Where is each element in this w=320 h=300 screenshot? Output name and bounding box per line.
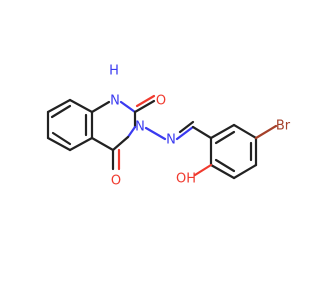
o4-label: O (111, 174, 121, 189)
bond-c4-c4a-b (90, 136, 115, 152)
n1-label: N (110, 94, 120, 109)
aryl-bond (232, 163, 258, 180)
aryl-bond (232, 123, 258, 140)
bond-c2-o2-b (135, 94, 156, 108)
aryl-double-bond (214, 130, 236, 145)
bromine-label: Br (276, 119, 291, 134)
inner-double-bond (50, 104, 72, 119)
bond-c-br (254, 124, 278, 140)
aryl-bond (209, 163, 236, 180)
bond-c5-c6 (46, 136, 72, 152)
bond-n3-nimine (144, 126, 167, 141)
o2-label: O (156, 94, 166, 109)
bond-n3-c4 (126, 125, 137, 139)
imine-n-label: N (166, 133, 176, 148)
bond-c4-c4a-a (111, 135, 130, 152)
bond-nimine-ch-double (178, 120, 195, 134)
bond-c8a-n1 (90, 100, 111, 114)
inner-double-bond (51, 131, 72, 146)
aryl-bond (209, 123, 236, 140)
molecule-canvas: H N O N N O Br OH (46, 63, 291, 189)
structure-drawing: H N O N N O Br OH (46, 64, 291, 189)
bond-c7-c8a (68, 98, 94, 114)
substituent-bonds (111, 94, 213, 171)
bond-ch-aryl (191, 125, 213, 140)
bond-n1-c2 (119, 100, 137, 114)
aryl-double-bond (214, 158, 236, 173)
benzo-ring (46, 98, 94, 152)
bond-c8-c7 (46, 98, 72, 114)
bond-c-oh (193, 163, 213, 177)
quinazoline-ring (90, 100, 137, 152)
n3-label: N (135, 120, 145, 135)
bond-c2-o2-a (133, 99, 156, 114)
nh-h-label: H (109, 64, 119, 79)
hydroxyl-label: OH (176, 172, 196, 187)
bromophenol-ring (193, 123, 278, 180)
bond-nimine-ch (175, 125, 195, 141)
bond-c4a-c5 (68, 136, 94, 152)
